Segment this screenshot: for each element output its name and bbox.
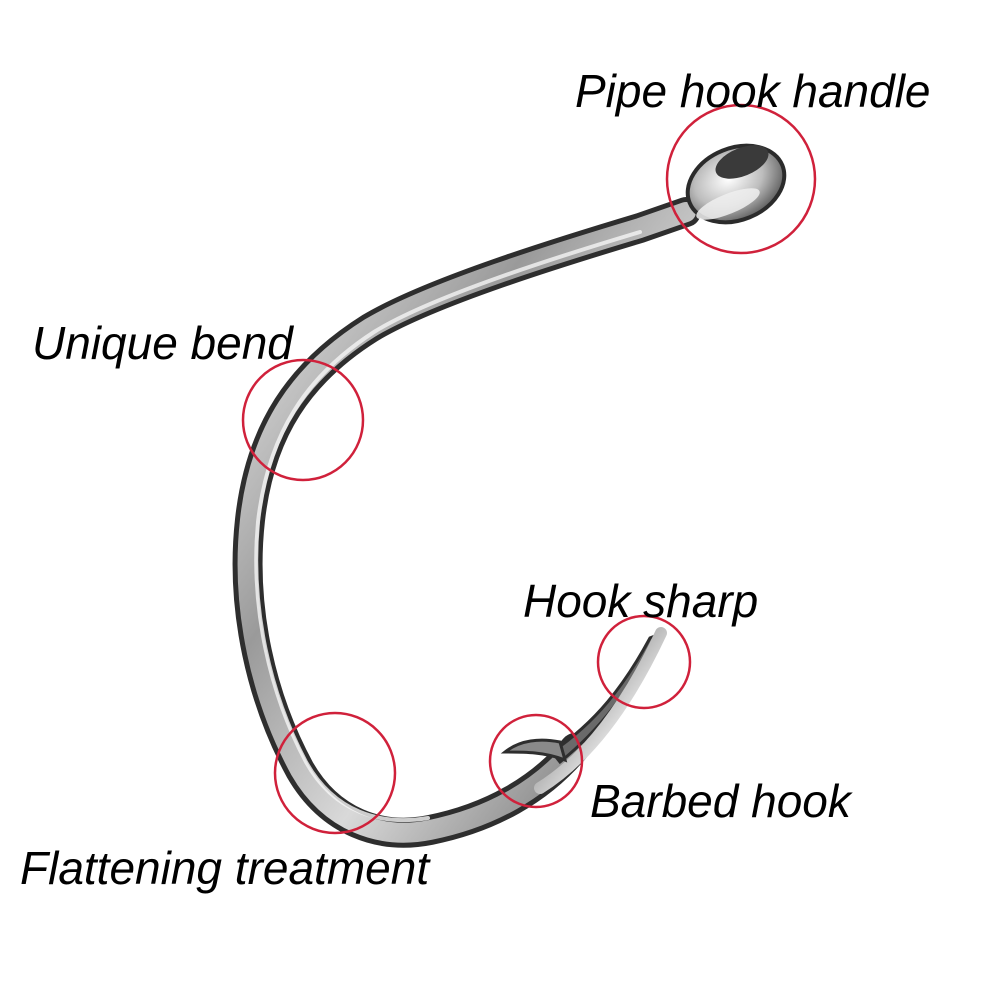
label-unique-bend: Unique bend	[32, 317, 293, 369]
highlight-circle-handle	[665, 103, 817, 255]
label-barbed-hook: Barbed hook	[590, 775, 851, 827]
hook-shank-highlight	[237, 202, 696, 843]
highlight-circle-sharp	[596, 614, 692, 710]
hook-barb	[500, 738, 568, 763]
hook-point	[549, 631, 664, 765]
highlight-circle-barb	[488, 713, 584, 809]
highlight-circle-flatten	[273, 711, 397, 835]
label-hook-sharp: Hook sharp	[523, 575, 759, 627]
hook-shank	[232, 197, 701, 848]
hook-shine	[254, 230, 642, 823]
highlight-circle-bend	[241, 358, 365, 482]
label-flattening-treatment: Flattening treatment	[20, 842, 430, 894]
hook-eye	[685, 143, 787, 225]
label-pipe-hook-handle: Pipe hook handle	[575, 65, 931, 117]
hook-point-fill	[534, 627, 667, 794]
